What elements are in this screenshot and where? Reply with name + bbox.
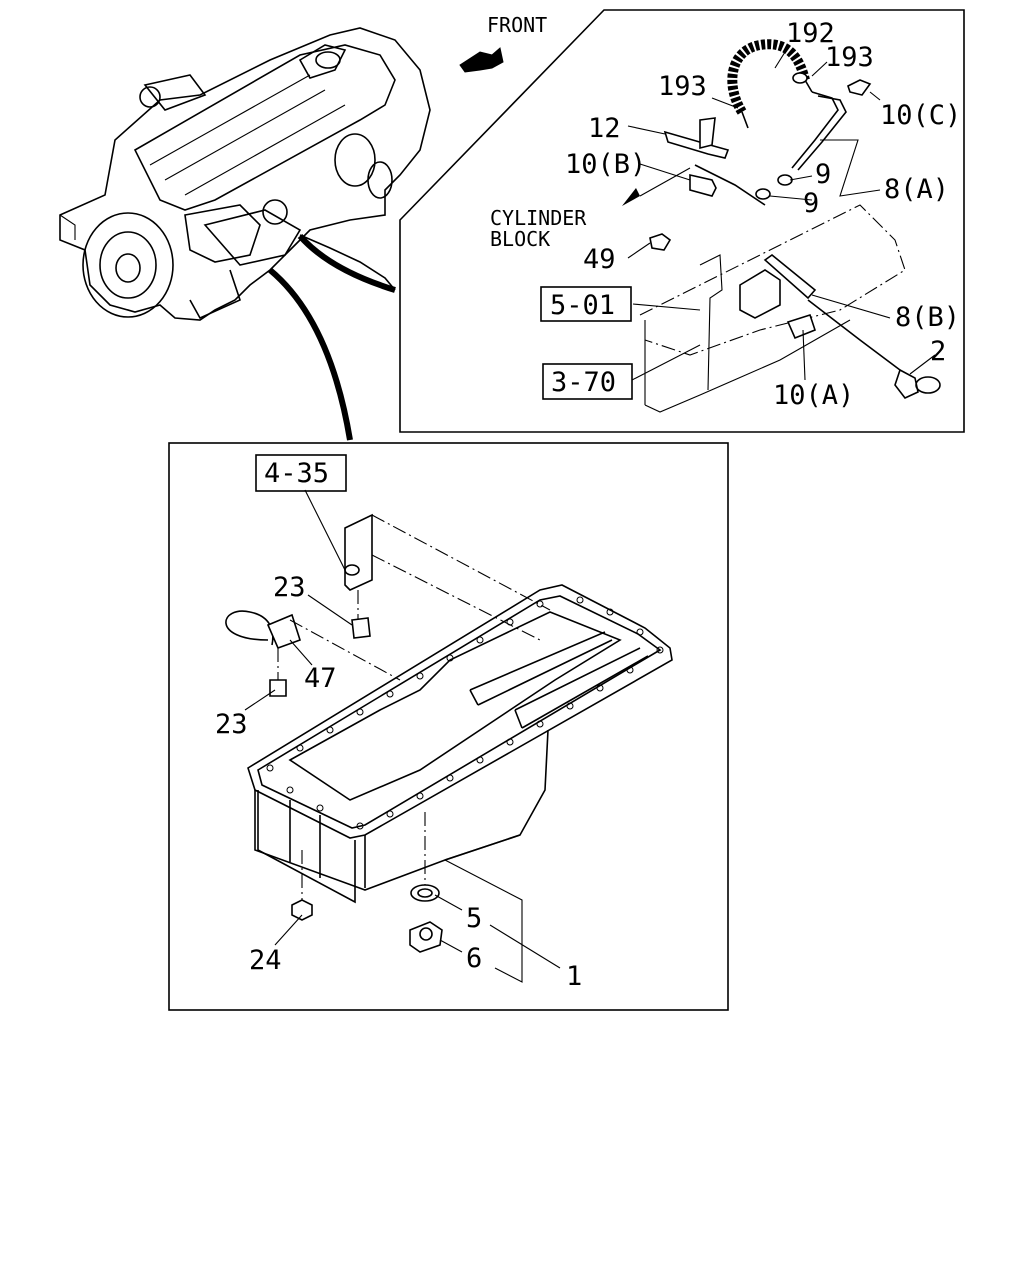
callout-5: 5 [466, 903, 482, 934]
ref-5-01[interactable]: 5-01 [550, 290, 615, 321]
callout-47: 47 [304, 663, 337, 694]
front-arrow-icon [459, 47, 504, 73]
callout-8a: 8(A) [884, 174, 949, 205]
callout-49: 49 [583, 244, 616, 275]
upper-inset: 192 193 193 10(C) 12 10(B) 9 9 8(A) CYLI… [399, 9, 965, 433]
engine-overview-illustration [59, 27, 431, 321]
callout-9-lower: 9 [803, 188, 819, 219]
callout-10b: 10(B) [565, 149, 646, 180]
engine-to-upper-inset-line [297, 234, 396, 293]
ref-3-70-box[interactable] [542, 363, 633, 400]
upper-inset-frame [399, 9, 965, 433]
oil-pan-illustration [247, 584, 673, 904]
ref-5-01-box[interactable] [540, 286, 632, 322]
callout-192: 192 [786, 18, 835, 49]
callout-8b: 8(B) [895, 302, 960, 333]
ref-4-35[interactable]: 4-35 [264, 458, 329, 489]
callout-2: 2 [930, 336, 946, 367]
lower-inset: 23 47 23 24 5 6 1 4-35 [168, 442, 729, 1011]
front-direction-arrow: FRONT [459, 13, 547, 73]
callout-23-lower: 23 [215, 709, 248, 740]
front-label: FRONT [487, 13, 547, 37]
callout-10c: 10(C) [880, 100, 961, 131]
ref-4-35-box[interactable] [255, 454, 347, 492]
oil-gauge-hose-icon [727, 39, 810, 115]
cylinder-block-label-line1: CYLINDER [490, 206, 587, 230]
callout-10a: 10(A) [773, 380, 854, 411]
callout-23-upper: 23 [273, 572, 306, 603]
callout-9-upper: 9 [815, 159, 831, 190]
callout-1: 1 [566, 961, 582, 992]
cylinder-block-label-line2: BLOCK [490, 227, 550, 251]
callout-6: 6 [466, 943, 482, 974]
callout-193-right: 193 [825, 42, 874, 73]
lower-inset-frame [168, 442, 729, 1011]
callout-193-left: 193 [658, 71, 707, 102]
callout-12: 12 [588, 113, 621, 144]
ref-3-70[interactable]: 3-70 [551, 367, 616, 398]
engine-to-lower-inset-line [268, 267, 353, 441]
callout-24: 24 [249, 945, 282, 976]
